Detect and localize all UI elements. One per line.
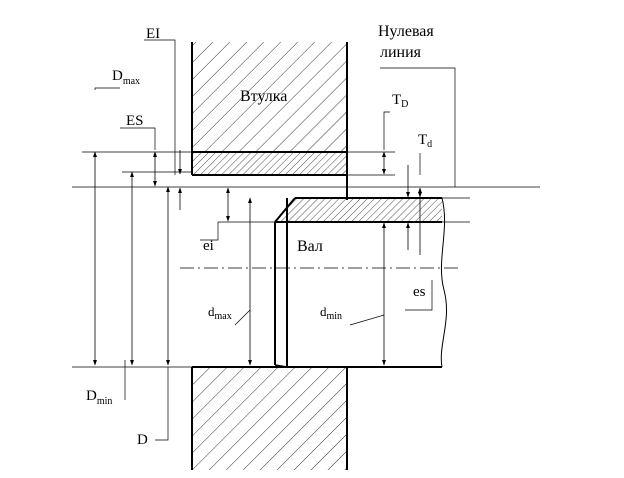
dimension-lines [93,150,422,366]
bushing-upper [191,42,348,200]
leader-lines [94,39,456,441]
label-es: es [413,284,426,300]
bushing-lower [191,367,348,470]
label-Td: Td [418,132,432,150]
label-D: D [137,432,148,448]
reference-lines [72,151,540,368]
label-liniya: линия [380,44,422,61]
label-TD: TD [392,92,408,110]
label-ei: ei [203,238,214,254]
label-nulevaya: Нулевая [378,23,434,40]
label-dmin: dmin [320,304,342,322]
label-dmax: dmax [208,304,232,322]
label-Dmax: Dmax [112,68,140,87]
label-Dmin: Dmin [86,388,112,407]
label-ES: ES [126,113,144,129]
label-vtulka: Втулка [240,88,287,105]
label-val: Вал [297,238,323,255]
label-EI: EI [146,26,160,42]
bushing-tolerance-zone [192,151,347,176]
shaft [192,197,447,368]
